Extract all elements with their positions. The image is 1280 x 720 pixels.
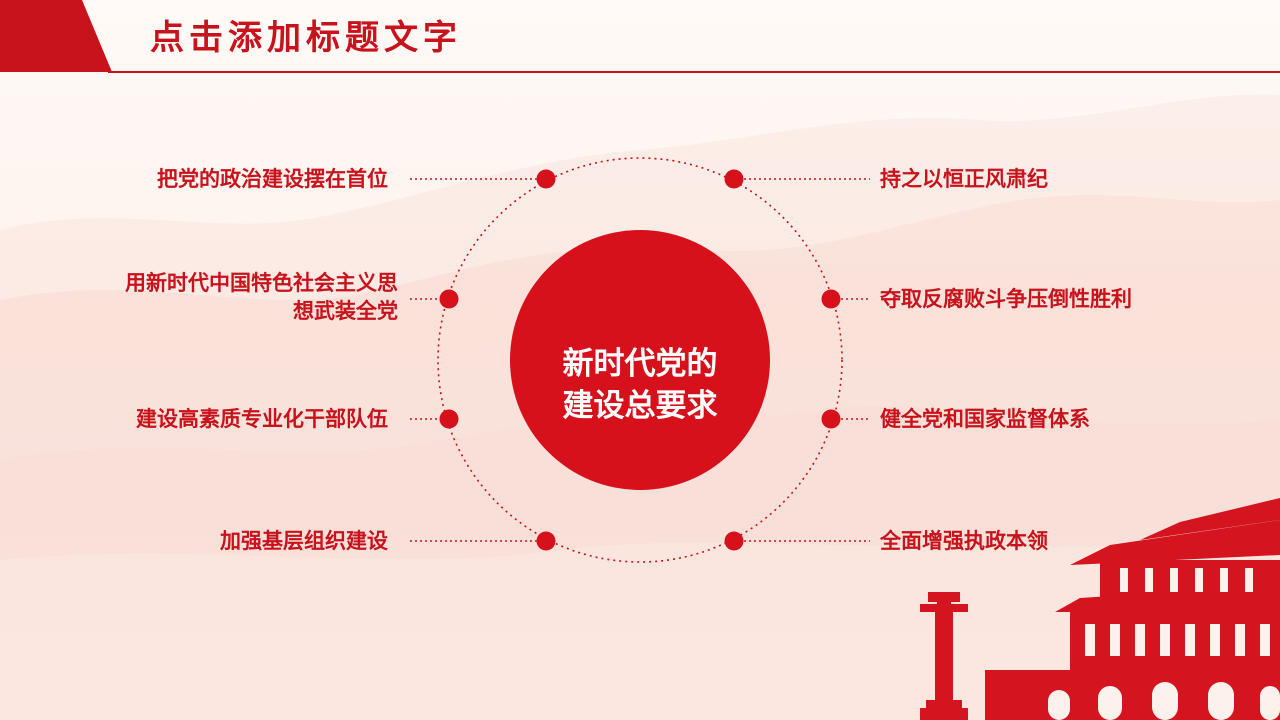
label-right-4[interactable]: 全面增强执政本领 (880, 529, 1048, 553)
label-left-1[interactable]: 把党的政治建设摆在首位 (157, 167, 388, 191)
header-rule (108, 71, 1280, 73)
node-dot-right-1 (724, 169, 744, 189)
label-left-3[interactable]: 建设高素质专业化干部队伍 (136, 407, 388, 431)
node-dot-right-3 (821, 409, 841, 429)
center-label-line2: 建设总要求 (562, 388, 718, 424)
dotted-ring (437, 157, 843, 563)
node-dot-left-4 (536, 531, 556, 551)
center-circle (510, 230, 770, 490)
node-dot-right-4 (724, 531, 744, 551)
node-dot-left-3 (439, 409, 459, 429)
label-left-2[interactable]: 用新时代中国特色社会主义思 想武装全党 (125, 271, 398, 323)
node-dot-right-2 (821, 289, 841, 309)
huabiao-pillar-silhouette (920, 592, 968, 720)
label-right-2[interactable]: 夺取反腐败斗争压倒性胜利 (880, 287, 1132, 311)
node-dot-left-2 (439, 289, 459, 309)
page-title[interactable]: 点击添加标题文字 (150, 18, 462, 58)
center-label[interactable]: 新时代党的 建设总要求 (510, 295, 770, 475)
center-label-line1: 新时代党的 (562, 346, 718, 382)
label-right-1[interactable]: 持之以恒正风肃纪 (880, 167, 1048, 191)
node-dot-left-1 (536, 169, 556, 189)
label-right-3[interactable]: 健全党和国家监督体系 (880, 407, 1090, 431)
label-left-4[interactable]: 加强基层组织建设 (220, 529, 388, 553)
header-corner-accent (0, 0, 112, 72)
